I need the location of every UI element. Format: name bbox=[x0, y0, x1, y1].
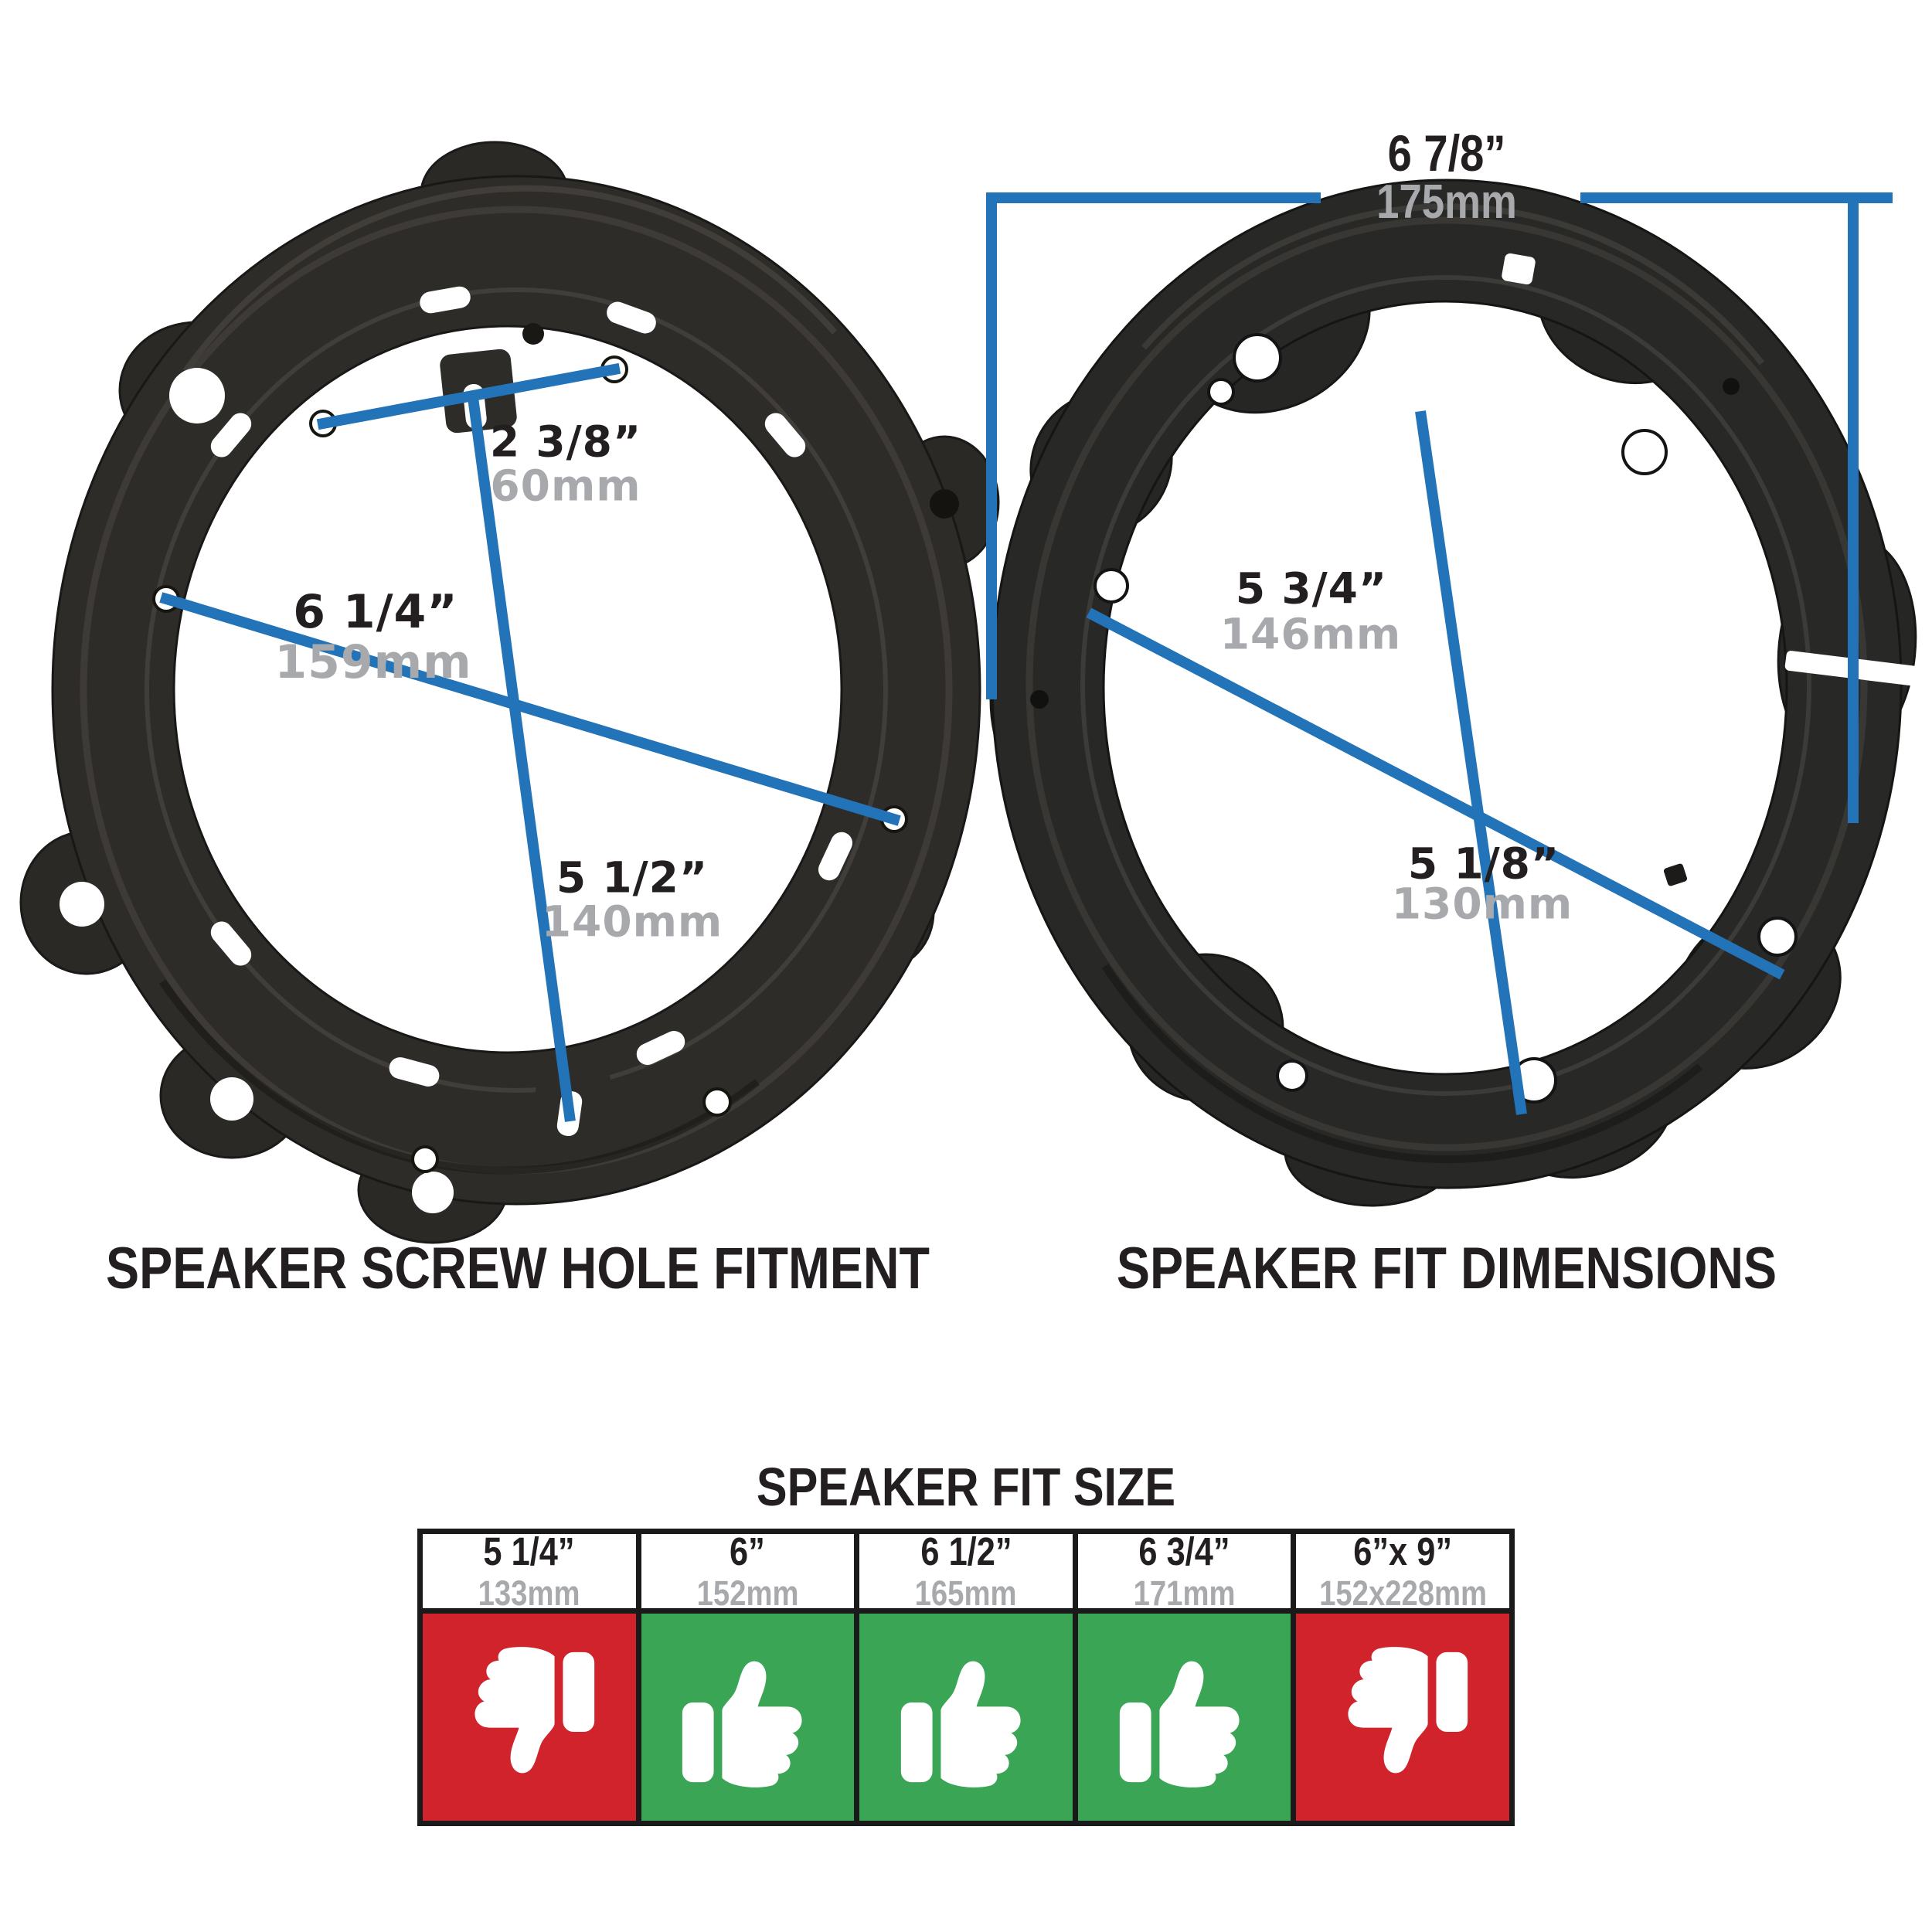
right-bracket-ring-image bbox=[989, 179, 1922, 1207]
fit-result-cell bbox=[423, 1614, 636, 1821]
dim-line-6-1-4 bbox=[159, 592, 901, 826]
vertical-span-mm-label: 140mm bbox=[541, 896, 723, 947]
fit-vertical-inches-label: 5 1/8” bbox=[1407, 838, 1560, 889]
fit-size-label: 6”x 9” bbox=[1353, 1529, 1453, 1573]
fit-size-mm-label: 152mm bbox=[696, 1573, 799, 1613]
fit-vertical-mm-label: 130mm bbox=[1391, 879, 1573, 929]
dim-line-2-3-8 bbox=[316, 362, 621, 430]
dim-line-5-3-4 bbox=[1086, 607, 1785, 980]
left-diagram-caption: SPEAKER SCREW HOLE FITMENT bbox=[106, 1236, 930, 1301]
fit-col-header: 6” 152mm bbox=[641, 1529, 855, 1613]
fit-size-label: 6” bbox=[730, 1529, 766, 1573]
fit-size-label: 6 3/4” bbox=[1138, 1529, 1230, 1573]
thumbs-down-icon bbox=[1348, 1647, 1468, 1774]
fit-size-mm-label: 165mm bbox=[915, 1573, 1017, 1613]
vertical-span-inches-label: 5 1/2” bbox=[556, 852, 709, 903]
fit-col-header: 6 3/4” 171mm bbox=[1077, 1529, 1291, 1613]
overall-width-mm-label: 175mm bbox=[1376, 175, 1517, 229]
thumbs-up-icon bbox=[1119, 1661, 1240, 1787]
right-diagram-caption: SPEAKER FIT DIMENSIONS bbox=[1116, 1236, 1777, 1301]
screw-span-mm-label: 60mm bbox=[490, 461, 641, 511]
fit-size-mm-label: 152x228mm bbox=[1318, 1573, 1487, 1613]
thumbs-up-icon bbox=[900, 1661, 1021, 1787]
thumbs-down-icon bbox=[474, 1647, 594, 1774]
left-adapter-ring-image bbox=[19, 141, 1000, 1244]
screw-span-inches-label: 2 3/8” bbox=[489, 417, 642, 467]
fit-col-header: 6”x 9” 152x228mm bbox=[1296, 1529, 1509, 1613]
fit-result-cell bbox=[1077, 1614, 1291, 1821]
thumbs-up-icon bbox=[682, 1661, 802, 1787]
fit-size-mm-label: 171mm bbox=[1133, 1573, 1236, 1613]
fit-col-header: 6 1/2” 165mm bbox=[859, 1529, 1073, 1613]
fit-result-cell bbox=[1296, 1614, 1509, 1821]
fit-size-mm-label: 133mm bbox=[478, 1573, 580, 1613]
fit-table-title: SPEAKER FIT SIZE bbox=[756, 1457, 1176, 1517]
fit-result-cell bbox=[859, 1614, 1073, 1821]
fit-size-label: 5 1/4” bbox=[483, 1529, 575, 1573]
dim-line-5-1-8 bbox=[1415, 410, 1527, 1115]
fit-result-cell bbox=[641, 1614, 855, 1821]
fit-diagonal-mm-label: 146mm bbox=[1219, 609, 1402, 659]
overall-width-inches-label: 6 7/8” bbox=[1387, 124, 1506, 182]
fit-diagonal-inches-label: 5 3/4” bbox=[1235, 563, 1388, 614]
fit-size-label: 6 1/2” bbox=[920, 1529, 1012, 1573]
diagonal-span-inches-label: 6 1/4” bbox=[293, 585, 458, 639]
dim-line-5-1-2 bbox=[468, 397, 576, 1122]
speaker-fit-table: 5 1/4” 133mm 6” 152mm 6 1/2” 165mm 6 3/4… bbox=[417, 1529, 1515, 1826]
diagonal-span-mm-label: 159mm bbox=[274, 635, 472, 689]
fit-col-header: 5 1/4” 133mm bbox=[423, 1529, 636, 1613]
